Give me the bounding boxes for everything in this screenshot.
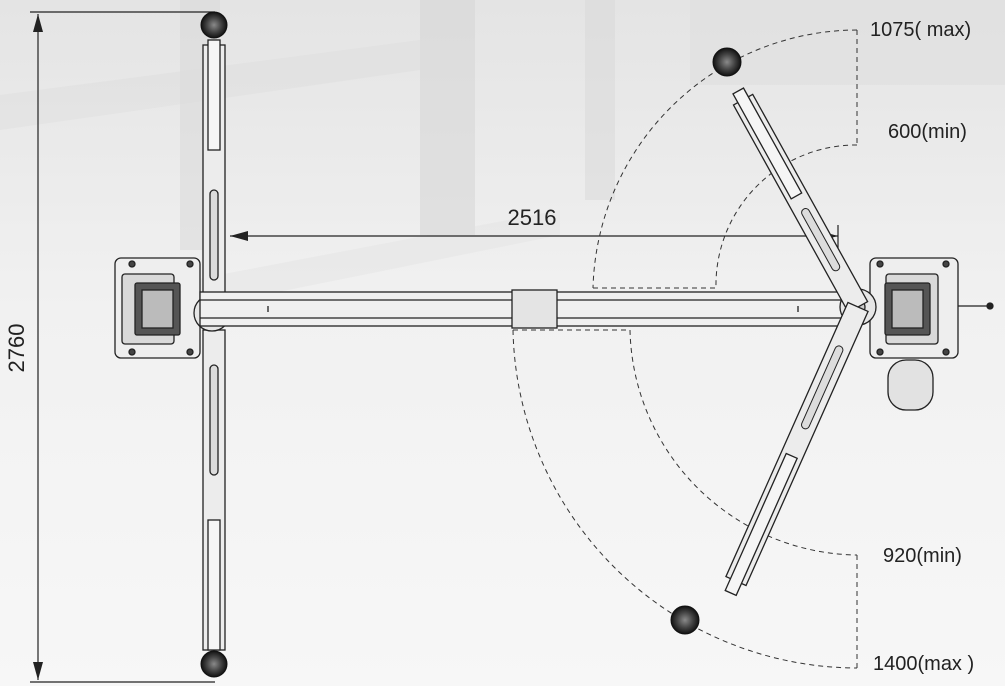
left-post-base bbox=[114, 257, 201, 359]
crossbeam bbox=[199, 289, 861, 329]
right-lift-pads bbox=[670, 47, 742, 635]
front-reach-arcs bbox=[592, 29, 858, 289]
front-min-label: 600(min) bbox=[888, 121, 967, 143]
rear-min-label: 920(min) bbox=[883, 545, 962, 567]
left-arms bbox=[193, 39, 231, 651]
span-label: 2516 bbox=[508, 205, 557, 230]
height-label: 2760 bbox=[4, 324, 29, 373]
front-max-label: 1075( max) bbox=[870, 19, 971, 41]
rear-max-label: 1400(max ) bbox=[873, 653, 974, 675]
right-lower-arm bbox=[724, 301, 869, 597]
right-upper-arm bbox=[732, 87, 869, 314]
height-dimension bbox=[30, 11, 215, 683]
rear-reach-arcs bbox=[512, 329, 858, 669]
right-post-base bbox=[869, 257, 994, 411]
left-lift-pads bbox=[200, 11, 228, 678]
